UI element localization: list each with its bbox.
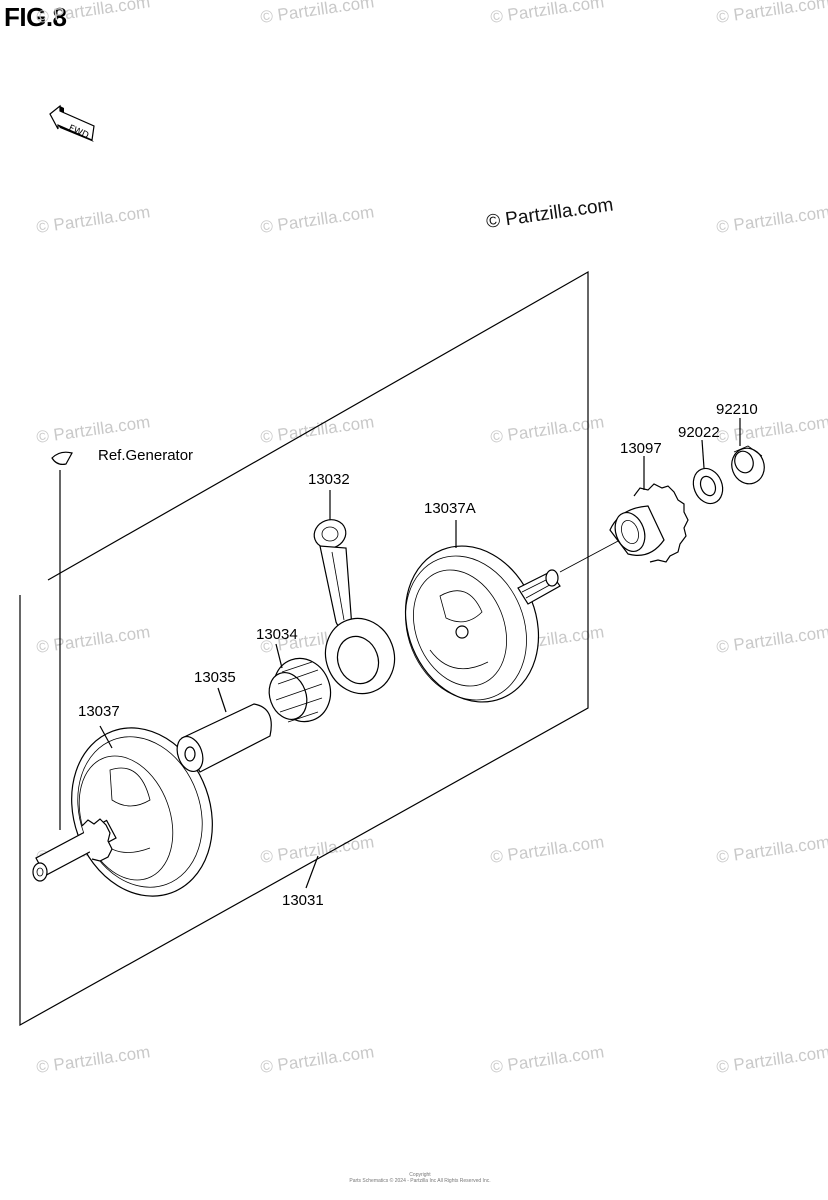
part-label-13031: 13031 bbox=[282, 892, 324, 909]
leader-13034 bbox=[275, 643, 283, 669]
connecting-rod-13032 bbox=[313, 519, 396, 695]
leader-13037 bbox=[99, 725, 113, 749]
footer-line: Parts Schematics © 2024 - Partzilla Inc … bbox=[349, 1178, 491, 1184]
left-flywheel-13037 bbox=[32, 727, 213, 897]
part-label-13037: 13037 bbox=[78, 703, 120, 720]
gear-13097 bbox=[609, 483, 689, 563]
fwd-arrow-icon: FWD bbox=[49, 104, 95, 142]
part-label-13032: 13032 bbox=[308, 471, 350, 488]
right-flywheel-13037A bbox=[404, 545, 561, 703]
leader-13031 bbox=[305, 855, 319, 889]
assembly-outline bbox=[19, 270, 589, 1027]
figure-title: FIG.8 bbox=[4, 2, 67, 32]
crank-pin-13035 bbox=[176, 703, 272, 773]
leader-13035 bbox=[217, 687, 227, 713]
nut-92210 bbox=[731, 445, 765, 485]
part-label-92210: 92210 bbox=[716, 401, 758, 418]
part-label-92022: 92022 bbox=[678, 424, 720, 441]
leader-92022 bbox=[701, 439, 705, 469]
copyright-footer: Copyright Parts Schematics © 2024 - Part… bbox=[340, 1172, 500, 1184]
part-label-13037A: 13037A bbox=[424, 500, 476, 517]
part-label-ref-generator: Ref.Generator bbox=[98, 447, 194, 464]
needle-bearing-13034 bbox=[268, 657, 332, 723]
part-label-13035: 13035 bbox=[194, 669, 236, 686]
footer-line: Copyright bbox=[409, 1172, 431, 1178]
part-label-13034: 13034 bbox=[256, 626, 298, 643]
washer-92022 bbox=[692, 467, 724, 505]
woodruff-key-icon bbox=[51, 451, 73, 465]
axis-line bbox=[559, 539, 621, 573]
part-label-13097: 13097 bbox=[620, 440, 662, 457]
